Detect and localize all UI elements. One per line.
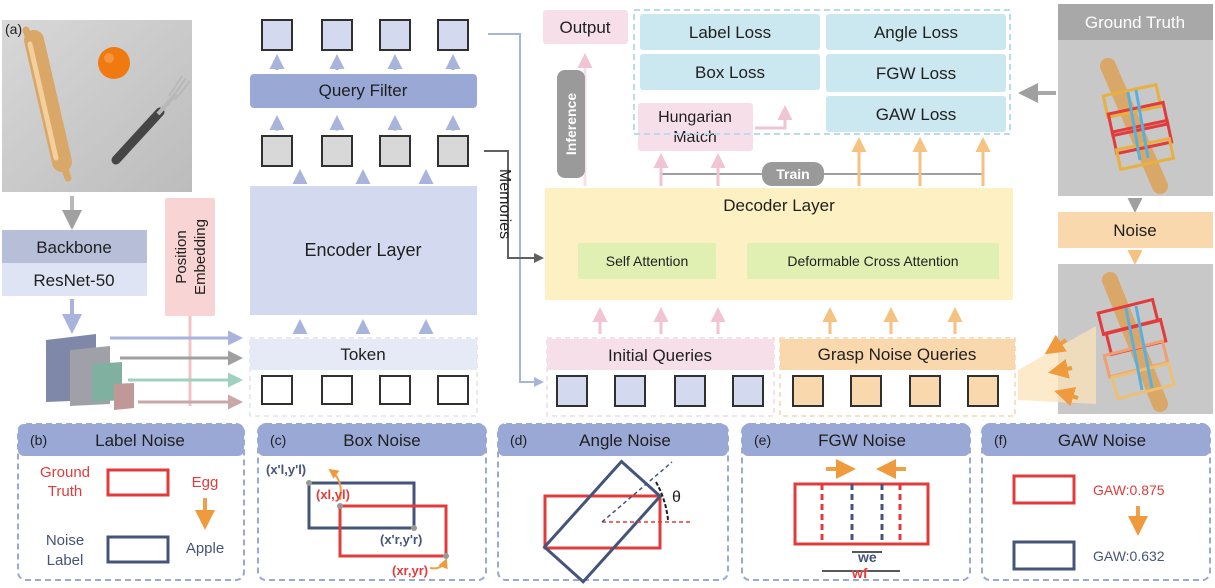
fgw-we: we (857, 549, 877, 565)
panel-d-tag: (d) (510, 432, 527, 448)
arrows-token-encoder (292, 319, 434, 334)
loss-boxes (640, 14, 1006, 132)
box-point-4: (xr,yr) (392, 563, 428, 578)
panel-f-title: GAW Noise (1058, 431, 1146, 450)
noise-projection (1018, 326, 1096, 404)
hungarian-label-1: Hungarian (658, 109, 732, 126)
query-filter-label: Query Filter (319, 81, 408, 100)
label-noise-gt-2: Truth (48, 483, 82, 500)
angle-loss: Angle Loss (874, 23, 958, 42)
grasp-noise-queries-block: Grasp Noise Queries (779, 337, 1016, 417)
hungarian-label-2: Match (673, 129, 717, 146)
feature-maps (46, 334, 134, 410)
panel-b-tag: (b) (30, 432, 47, 448)
self-attention-label: Self Attention (606, 253, 689, 269)
noise-label: Noise (1113, 221, 1156, 240)
arrow-filter-initial (488, 33, 544, 387)
self-attention-block (578, 243, 716, 279)
backbone-label: Backbone (36, 238, 112, 257)
train-label: Train (776, 166, 809, 182)
label-egg: Egg (192, 474, 219, 491)
scene-image: (a) (2, 20, 192, 192)
box-loss: Box Loss (695, 63, 765, 82)
panel-c-title: Box Noise (343, 431, 420, 450)
box-point-2: (xl,yl) (316, 487, 350, 502)
initial-queries-label: Initial Queries (608, 346, 712, 365)
output-label: Output (559, 18, 610, 37)
label-noise-nl-1: Noise (46, 532, 84, 549)
rolling-pin-icon (22, 26, 72, 182)
decoder-label: Decoder Layer (723, 196, 835, 215)
query-filter-block (250, 74, 477, 108)
fgw-wf: wf (851, 565, 868, 581)
token-label: Token (340, 345, 385, 364)
output-block (543, 10, 628, 44)
box-point-1: (x'l,y'l) (266, 462, 306, 477)
embedding-label: Embedding (192, 219, 209, 295)
ground-truth-panel: Ground Truth (1058, 4, 1213, 196)
resnet-label: ResNet-50 (33, 271, 114, 290)
arrows-encoder-tokens (292, 169, 434, 184)
train-tag (762, 162, 824, 186)
label-noise-gt-1: Ground (40, 464, 90, 481)
position-label: Position (173, 230, 190, 283)
panel-e-title: FGW Noise (818, 431, 906, 450)
noise-block (1058, 212, 1213, 248)
orange-icon (98, 47, 130, 79)
initial-queries-block: Initial Queries (546, 337, 775, 417)
encoder-label: Encoder Layer (304, 240, 421, 260)
gaw-noise-value: GAW:0.632 (1093, 548, 1165, 564)
memories-label: Memories (496, 169, 513, 239)
panel-box-noise: (c) Box Noise (x'l,y'l) (xl,yl) (x'r,y'r… (257, 423, 487, 581)
token-block: Token (249, 337, 478, 417)
panel-c-tag: (c) (270, 432, 286, 448)
train-up-arrows-orange (851, 137, 991, 186)
panel-b-title: Label Noise (95, 431, 185, 450)
label-noise-nl-2: Label (47, 552, 84, 569)
panel-fgw-noise: (e) FGW Noise we wf (741, 423, 971, 581)
feature-arrows (110, 330, 243, 410)
fgw-loss: FGW Loss (876, 64, 956, 83)
hungarian-block (638, 103, 753, 151)
arrows-noise-decoder (822, 307, 963, 334)
panel-e-tag: (e) (754, 432, 771, 448)
arrows-filter-top (269, 54, 461, 70)
label-loss: Label Loss (689, 23, 771, 42)
train-up-arrows-pink (653, 153, 726, 186)
arrows-tokens-filter (269, 115, 461, 131)
inference-label: Inference (563, 93, 579, 155)
grasp-noise-queries-label: Grasp Noise Queries (818, 345, 977, 364)
panel-d-title: Angle Noise (579, 431, 671, 450)
panel-angle-noise: (d) Angle Noise θ (497, 423, 729, 584)
box-point-3: (x'r,y'r) (380, 532, 422, 547)
backbone-block: Backbone ResNet-50 (2, 230, 147, 296)
arrow-hungarian-loss (755, 105, 793, 130)
angle-theta: θ (672, 489, 681, 506)
arrows-initial-decoder (592, 307, 726, 334)
gaw-loss: GAW Loss (876, 105, 957, 124)
filtered-tokens (261, 19, 469, 51)
panel-f-tag: (f) (994, 432, 1007, 448)
cross-attention-label: Deformable Cross Attention (787, 253, 958, 269)
panel-label-noise: (b) Label Noise Ground Truth Egg Noise L… (17, 423, 245, 581)
cross-attention-block (747, 243, 999, 279)
gaw-gt-value: GAW:0.875 (1093, 482, 1165, 498)
fork-icon (111, 75, 191, 165)
position-embedding: Position Embedding (165, 198, 215, 406)
memory-tokens (261, 135, 469, 167)
ground-truth-label: Ground Truth (1085, 13, 1185, 32)
noise-projection-arrows (1044, 334, 1079, 407)
arrow-memories (484, 150, 544, 263)
encoder-block (250, 186, 477, 315)
panel-gaw-noise: (f) GAW Noise GAW:0.875 GAW:0.632 (981, 423, 1211, 581)
label-apple: Apple (186, 540, 224, 557)
inference-tag (557, 70, 585, 178)
panel-a-tag: (a) (5, 21, 22, 37)
